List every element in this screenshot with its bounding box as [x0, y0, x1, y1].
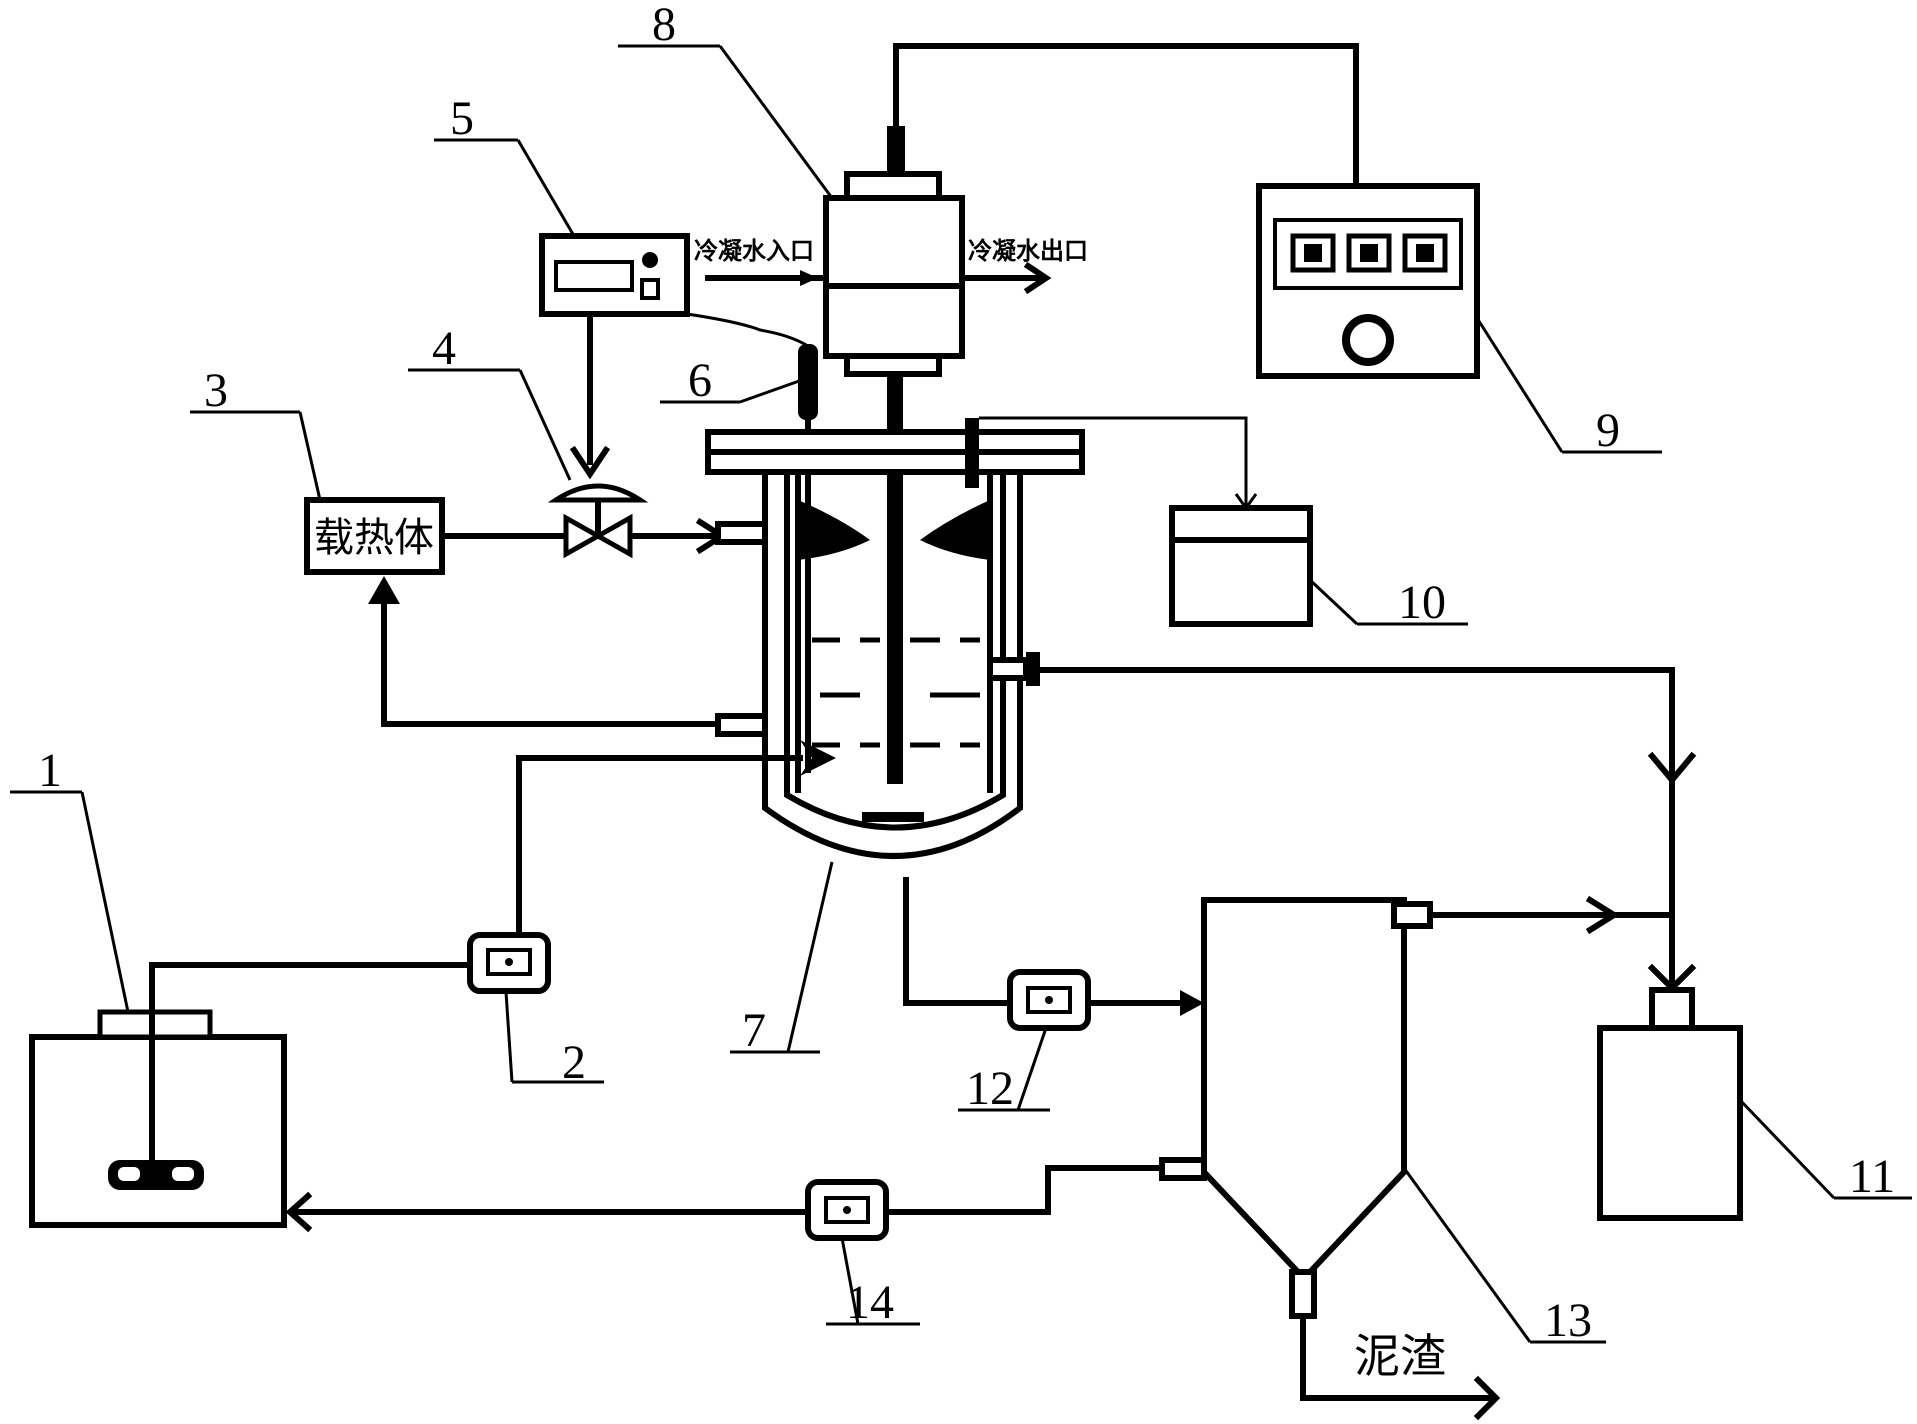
label-9: 9 — [1596, 404, 1620, 457]
label-7: 7 — [742, 1004, 766, 1057]
label-1: 1 — [38, 744, 62, 797]
feed-pump — [149, 740, 836, 994]
label-6: 6 — [688, 354, 712, 407]
feed-tank — [29, 962, 287, 1228]
label-10: 10 — [1398, 576, 1446, 629]
condensate-outlet-label: 冷凝水出口 — [968, 237, 1088, 265]
label-5: 5 — [450, 92, 474, 145]
label-4: 4 — [432, 322, 456, 375]
sludge-label: 泥渣 — [1354, 1329, 1446, 1383]
label-2: 2 — [562, 1036, 586, 1089]
collection-vessel — [1037, 667, 1743, 1221]
heat-carrier-unit: 载热体 — [304, 497, 728, 727]
control-valve — [547, 483, 649, 559]
label-3: 3 — [204, 364, 228, 417]
heat-carrier-label: 载热体 — [314, 515, 434, 561]
label-8: 8 — [652, 0, 676, 51]
discharge-pump — [903, 877, 1204, 1031]
temperature-probe — [798, 344, 818, 773]
label-13: 13 — [1544, 1294, 1592, 1347]
component-numbers: 1 2 3 4 5 6 7 8 9 10 11 12 13 14 — [38, 0, 1895, 1347]
leader-lines — [10, 44, 1912, 1344]
return-pump — [285, 1165, 1165, 1241]
temperature-controller — [539, 233, 809, 480]
label-11: 11 — [1849, 1150, 1895, 1203]
jacketed-reactor — [705, 418, 1085, 859]
gas-collector — [979, 416, 1313, 627]
condenser: 冷凝水入口 冷凝水出口 — [694, 43, 1359, 784]
label-14: 14 — [846, 1276, 894, 1329]
condensate-inlet-label: 冷凝水入口 — [694, 237, 814, 265]
control-panel — [1256, 183, 1480, 379]
label-12: 12 — [966, 1062, 1014, 1115]
settling-tank: 泥渣 — [1159, 895, 1675, 1421]
